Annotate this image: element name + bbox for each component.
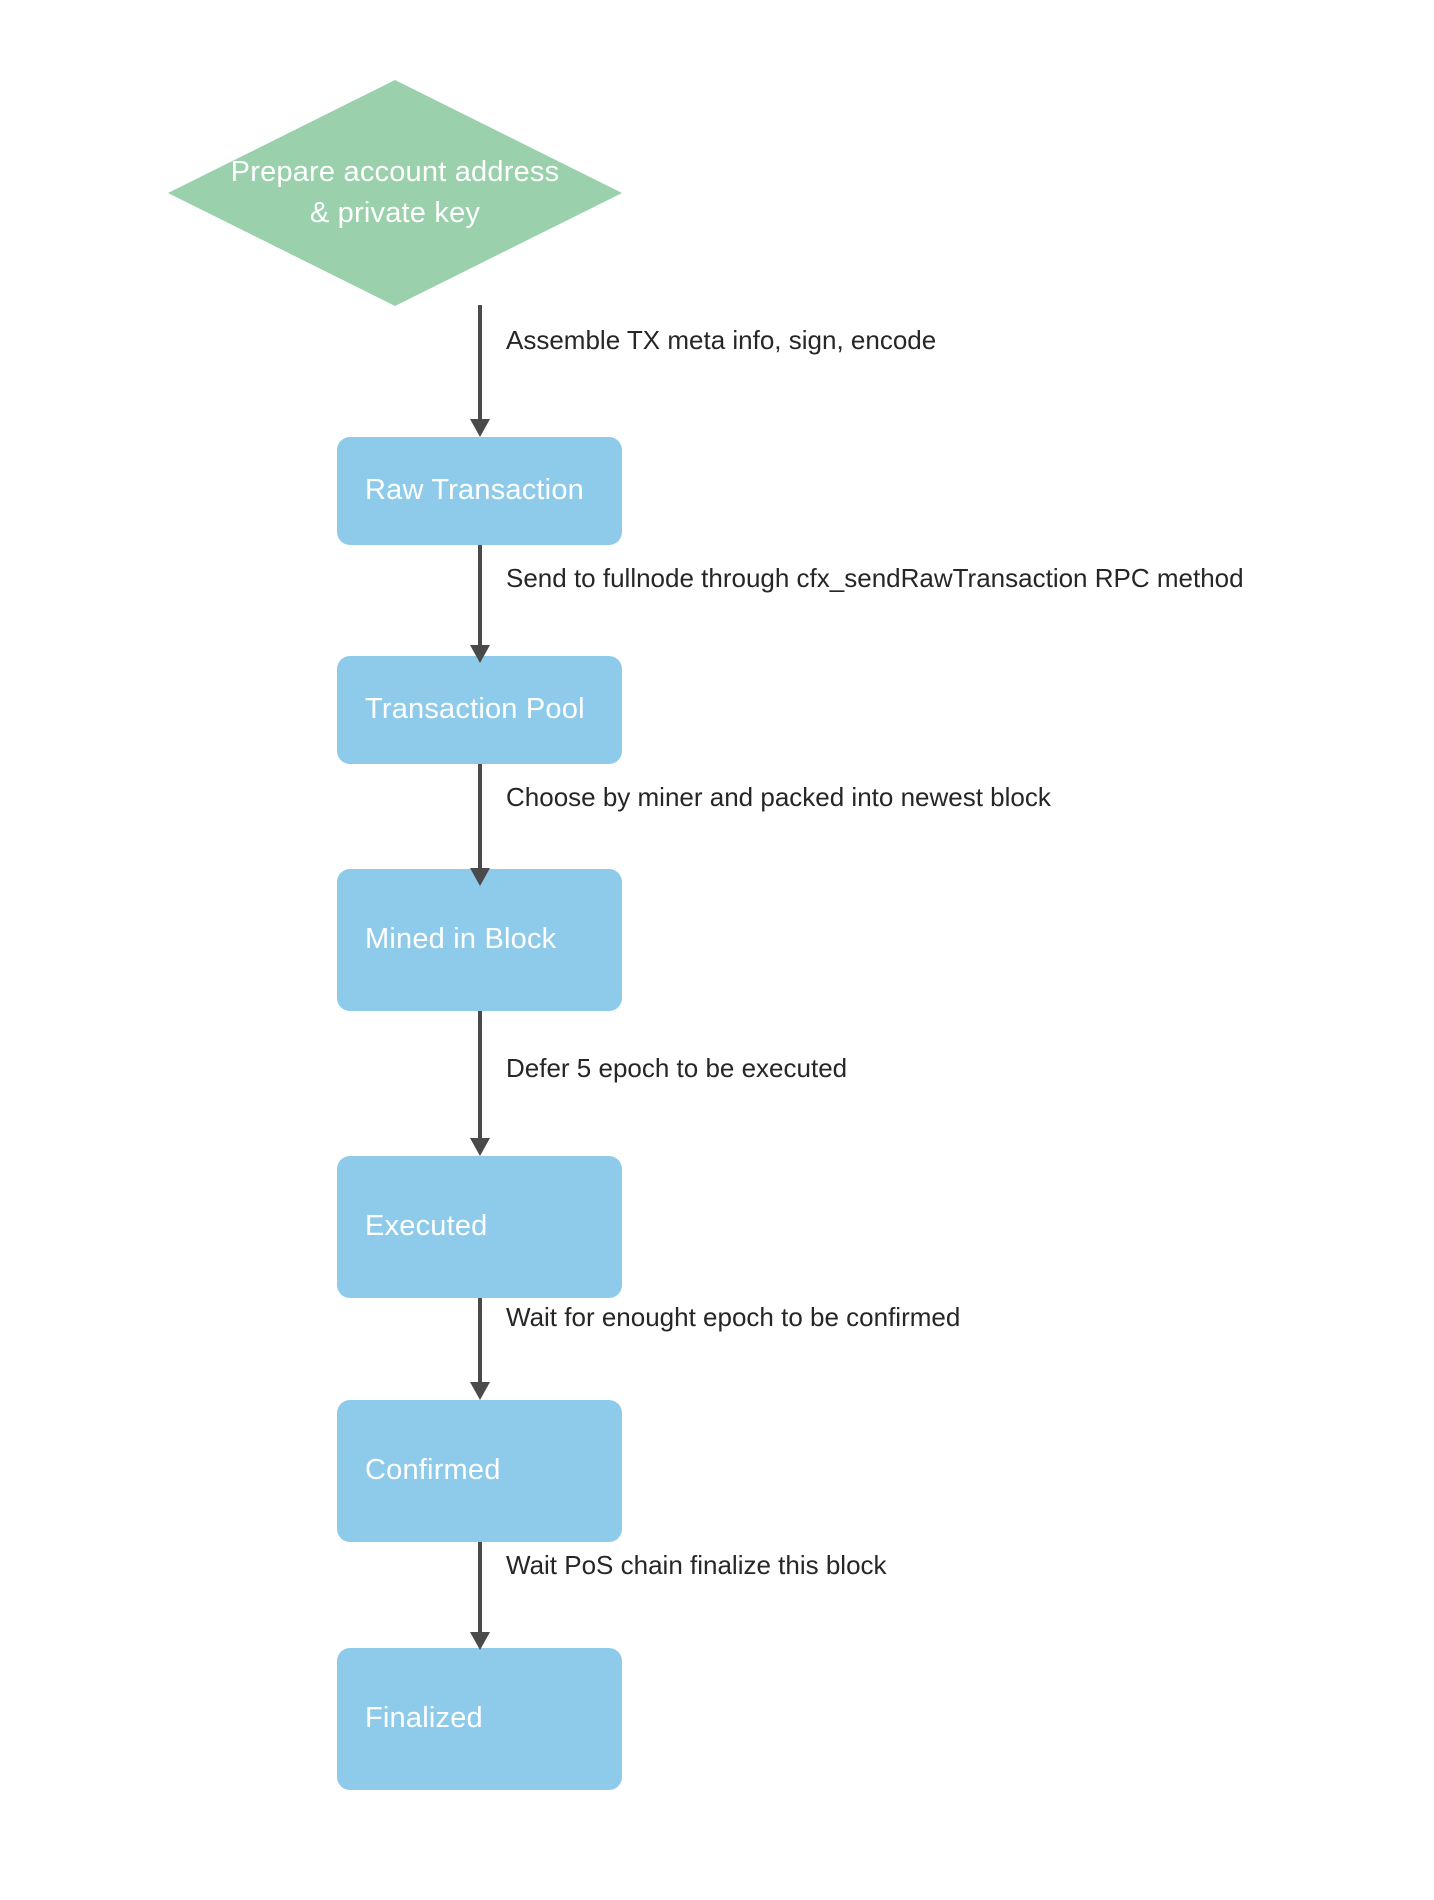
node-prepare-account-line2: & private key xyxy=(309,197,481,229)
edge-label-defer-5-epoch: Defer 5 epoch to be executed xyxy=(506,1053,848,1083)
edge-line xyxy=(478,1542,482,1632)
edge-label-choose-by-miner: Choose by miner and packed into newest b… xyxy=(506,782,1051,812)
arrowhead-icon xyxy=(470,1632,490,1650)
edge-line xyxy=(478,764,482,868)
edge-line xyxy=(478,305,482,419)
edge-label-wait-for-epoch: Wait for enought epoch to be confirmed xyxy=(506,1302,961,1332)
edge-label-wait-pos-chain: Wait PoS chain finalize this block xyxy=(506,1550,887,1580)
edge-line xyxy=(478,1298,482,1382)
node-raw-transaction-label: Raw Transaction xyxy=(365,474,584,507)
edge-line xyxy=(478,1011,482,1138)
node-mined-in-block[interactable]: Mined in Block xyxy=(337,869,622,1011)
edge-label-assemble-tx: Assemble TX meta info, sign, encode xyxy=(506,325,937,355)
node-executed[interactable]: Executed xyxy=(337,1156,622,1298)
node-prepare-account[interactable]: Prepare account address & private key xyxy=(168,80,622,306)
node-prepare-account-line1: Prepare account address xyxy=(230,155,560,188)
node-transaction-pool[interactable]: Transaction Pool xyxy=(337,656,622,764)
arrowhead-icon xyxy=(470,645,490,663)
arrowhead-icon xyxy=(470,1138,490,1156)
node-finalized[interactable]: Finalized xyxy=(337,1648,622,1790)
node-mined-in-block-label: Mined in Block xyxy=(365,923,557,956)
node-confirmed-label: Confirmed xyxy=(365,1454,501,1487)
node-executed-label: Executed xyxy=(365,1210,488,1243)
node-finalized-label: Finalized xyxy=(365,1702,483,1735)
node-raw-transaction[interactable]: Raw Transaction xyxy=(337,437,622,545)
arrowhead-icon xyxy=(470,419,490,437)
arrowhead-icon xyxy=(470,868,490,886)
node-confirmed[interactable]: Confirmed xyxy=(337,1400,622,1542)
node-prepare-account-label: Prepare account address & private key xyxy=(168,152,622,234)
edge-line xyxy=(478,545,482,645)
node-transaction-pool-label: Transaction Pool xyxy=(365,693,585,726)
edge-label-send-to-fullnode: Send to fullnode through cfx_sendRawTran… xyxy=(506,563,1244,593)
arrowhead-icon xyxy=(470,1382,490,1400)
